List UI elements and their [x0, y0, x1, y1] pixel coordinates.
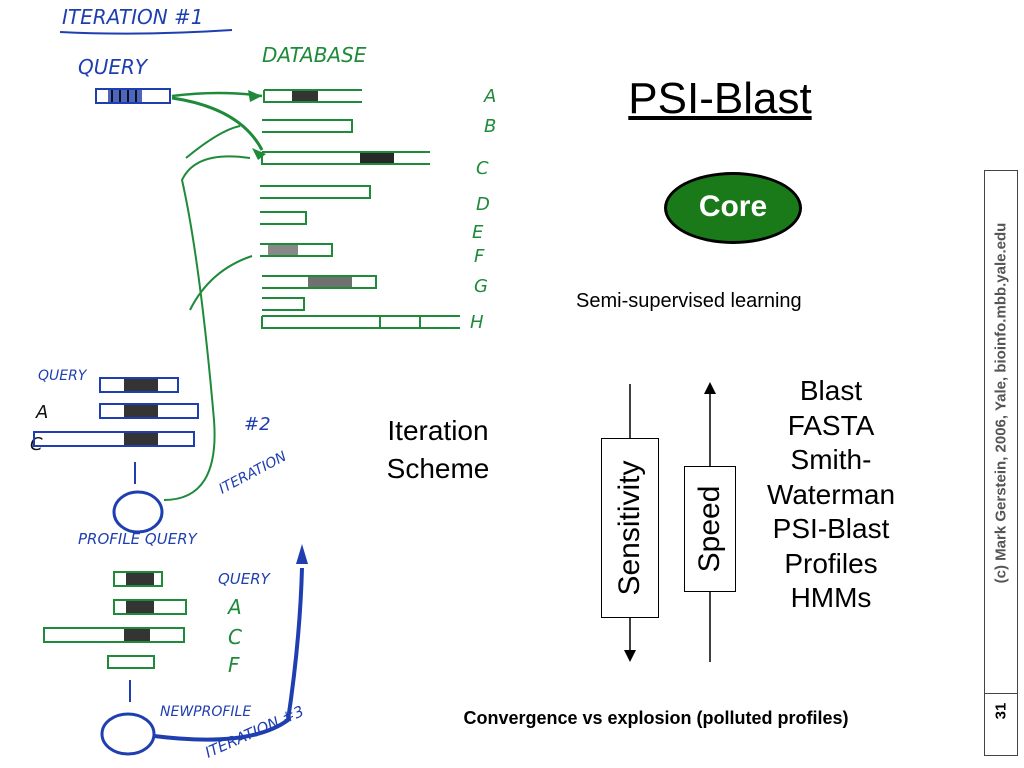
subtitle: Semi-supervised learning — [576, 290, 802, 312]
db-letter-b: B — [484, 116, 496, 137]
alignment-bars — [33, 377, 199, 447]
iteration-word-label: ITERATION — [216, 448, 289, 497]
letter-a-label: A — [226, 595, 242, 619]
page-number: 31 — [992, 702, 1010, 720]
profile-hits — [124, 573, 154, 641]
sketch-heading: ITERATION #1 — [62, 5, 204, 29]
method-item: Blast — [799, 375, 863, 406]
db-letter-a: A — [483, 86, 496, 107]
footer-note: Convergence vs explosion (polluted profi… — [463, 708, 849, 728]
method-item: Smith- — [790, 444, 872, 475]
feedback-arrow-f — [189, 255, 253, 311]
query-label: QUERY — [78, 55, 149, 79]
db-letter-g: G — [474, 276, 488, 297]
sensitivity-box: Sensitivity — [601, 438, 659, 618]
profile-query-label: PROFILE QUERY — [78, 530, 199, 548]
query-small-label: QUERY — [38, 368, 88, 384]
credit-sidebar: (c) Mark Gerstein, 2006, Yale, bioinfo.m… — [984, 170, 1018, 756]
db-letter-h: H — [470, 312, 484, 333]
database-label: DATABASE — [262, 43, 367, 67]
db-letter-e: E — [472, 222, 484, 243]
new-profile-circle — [100, 712, 156, 756]
profile-bars — [43, 571, 187, 669]
db-letter-f: F — [474, 246, 485, 267]
iteration-scheme-line-2: Scheme — [386, 453, 490, 484]
query-2-label: QUERY — [218, 570, 272, 588]
slide-title: PSI-Blast — [628, 74, 812, 123]
db-letter-d: D — [476, 194, 490, 215]
sidebar-divider — [985, 693, 1017, 694]
method-item: HMMs — [790, 582, 872, 613]
core-badge: Core — [664, 172, 802, 244]
arrow-c — [171, 96, 264, 151]
method-item: Waterman — [766, 478, 896, 510]
letter-f-label: F — [228, 653, 240, 677]
heading-underline — [59, 29, 233, 35]
arrowhead-a — [248, 90, 262, 102]
method-item: PSI-Blast — [772, 513, 890, 544]
database-bars — [260, 89, 460, 329]
row-c-label: C — [30, 434, 43, 455]
feedback-arrow — [163, 155, 251, 501]
db-letter-c: C — [476, 158, 489, 179]
iteration-scheme: Iteration Scheme — [368, 412, 508, 488]
database-hits — [268, 91, 394, 287]
iteration-sketch: ITERATION #1 QUERY DATABASE A B — [30, 5, 496, 762]
new-profile-label: NEWPROFILE — [160, 704, 251, 720]
iteration-3-arrow — [153, 567, 304, 742]
iteration-scheme-line-1: Iteration — [387, 415, 489, 446]
speed-arrowhead — [704, 382, 716, 394]
letter-c-label: C — [228, 625, 242, 649]
profile-circle — [112, 490, 164, 534]
feedback-arrow-b — [185, 125, 241, 159]
arrowhead-c — [252, 148, 266, 160]
speed-label: Speed — [693, 485, 726, 573]
credit-text: (c) Mark Gerstein, 2006, Yale, bioinfo.m… — [992, 222, 1010, 584]
sensitivity-label: Sensitivity — [613, 460, 646, 596]
alignment-hits — [124, 379, 158, 445]
methods-list: Blast FASTA Smith- Waterman PSI-Blast Pr… — [740, 374, 922, 616]
query-bar — [95, 88, 171, 104]
iteration-2-label: #2 — [244, 414, 271, 435]
speed-box: Speed — [684, 466, 736, 592]
method-item: FASTA — [787, 409, 875, 441]
sensitivity-arrowhead — [624, 650, 636, 662]
method-item: Profiles — [784, 547, 878, 579]
iteration-3-arrowhead — [296, 544, 308, 564]
arrow-a — [171, 91, 263, 98]
core-badge-label: Core — [698, 190, 768, 223]
row-a-label: A — [35, 402, 48, 423]
